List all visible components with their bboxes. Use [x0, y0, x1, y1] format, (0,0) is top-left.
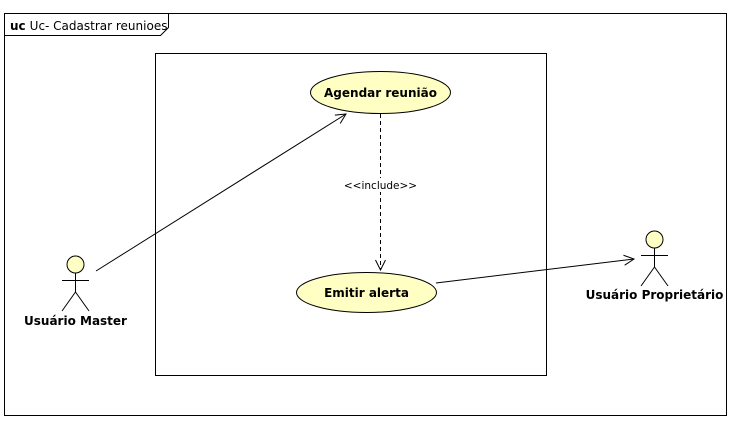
- use-case-emitir-alerta[interactable]: Emitir alerta: [296, 272, 437, 313]
- association-emitir-proprietario: [435, 259, 634, 284]
- frame-name: Uc- Cadastrar reunioes: [30, 19, 168, 33]
- actor-usuario-master[interactable]: Usuário Master: [24, 255, 127, 328]
- frame-keyword: uc: [10, 19, 26, 33]
- use-case-agendar-label: Agendar reunião: [324, 86, 437, 100]
- association-master-agendar: [95, 114, 346, 272]
- actor-master-leg-right: [75, 291, 90, 312]
- actor-master-head: [66, 255, 85, 274]
- include-label-bg: [345, 178, 415, 192]
- use-case-agendar-shape[interactable]: [310, 71, 451, 114]
- use-case-agendar-reuniao[interactable]: Agendar reunião: [310, 71, 451, 114]
- actor-master-leg-left: [61, 291, 76, 312]
- actor-proprietario-leg-right: [654, 266, 669, 287]
- actor-proprietario-leg-left: [640, 266, 655, 287]
- actor-proprietario-label: Usuário Proprietário: [586, 288, 724, 302]
- frame-title: uc Uc- Cadastrar reunioes: [10, 19, 167, 33]
- actor-proprietario-head: [645, 230, 664, 249]
- actor-master-label: Usuário Master: [24, 314, 127, 328]
- use-case-emitir-shape[interactable]: [296, 272, 437, 313]
- include-label: <<include>>: [344, 180, 417, 192]
- use-case-emitir-label: Emitir alerta: [324, 286, 409, 300]
- actor-usuario-proprietario[interactable]: Usuário Proprietário: [586, 230, 724, 302]
